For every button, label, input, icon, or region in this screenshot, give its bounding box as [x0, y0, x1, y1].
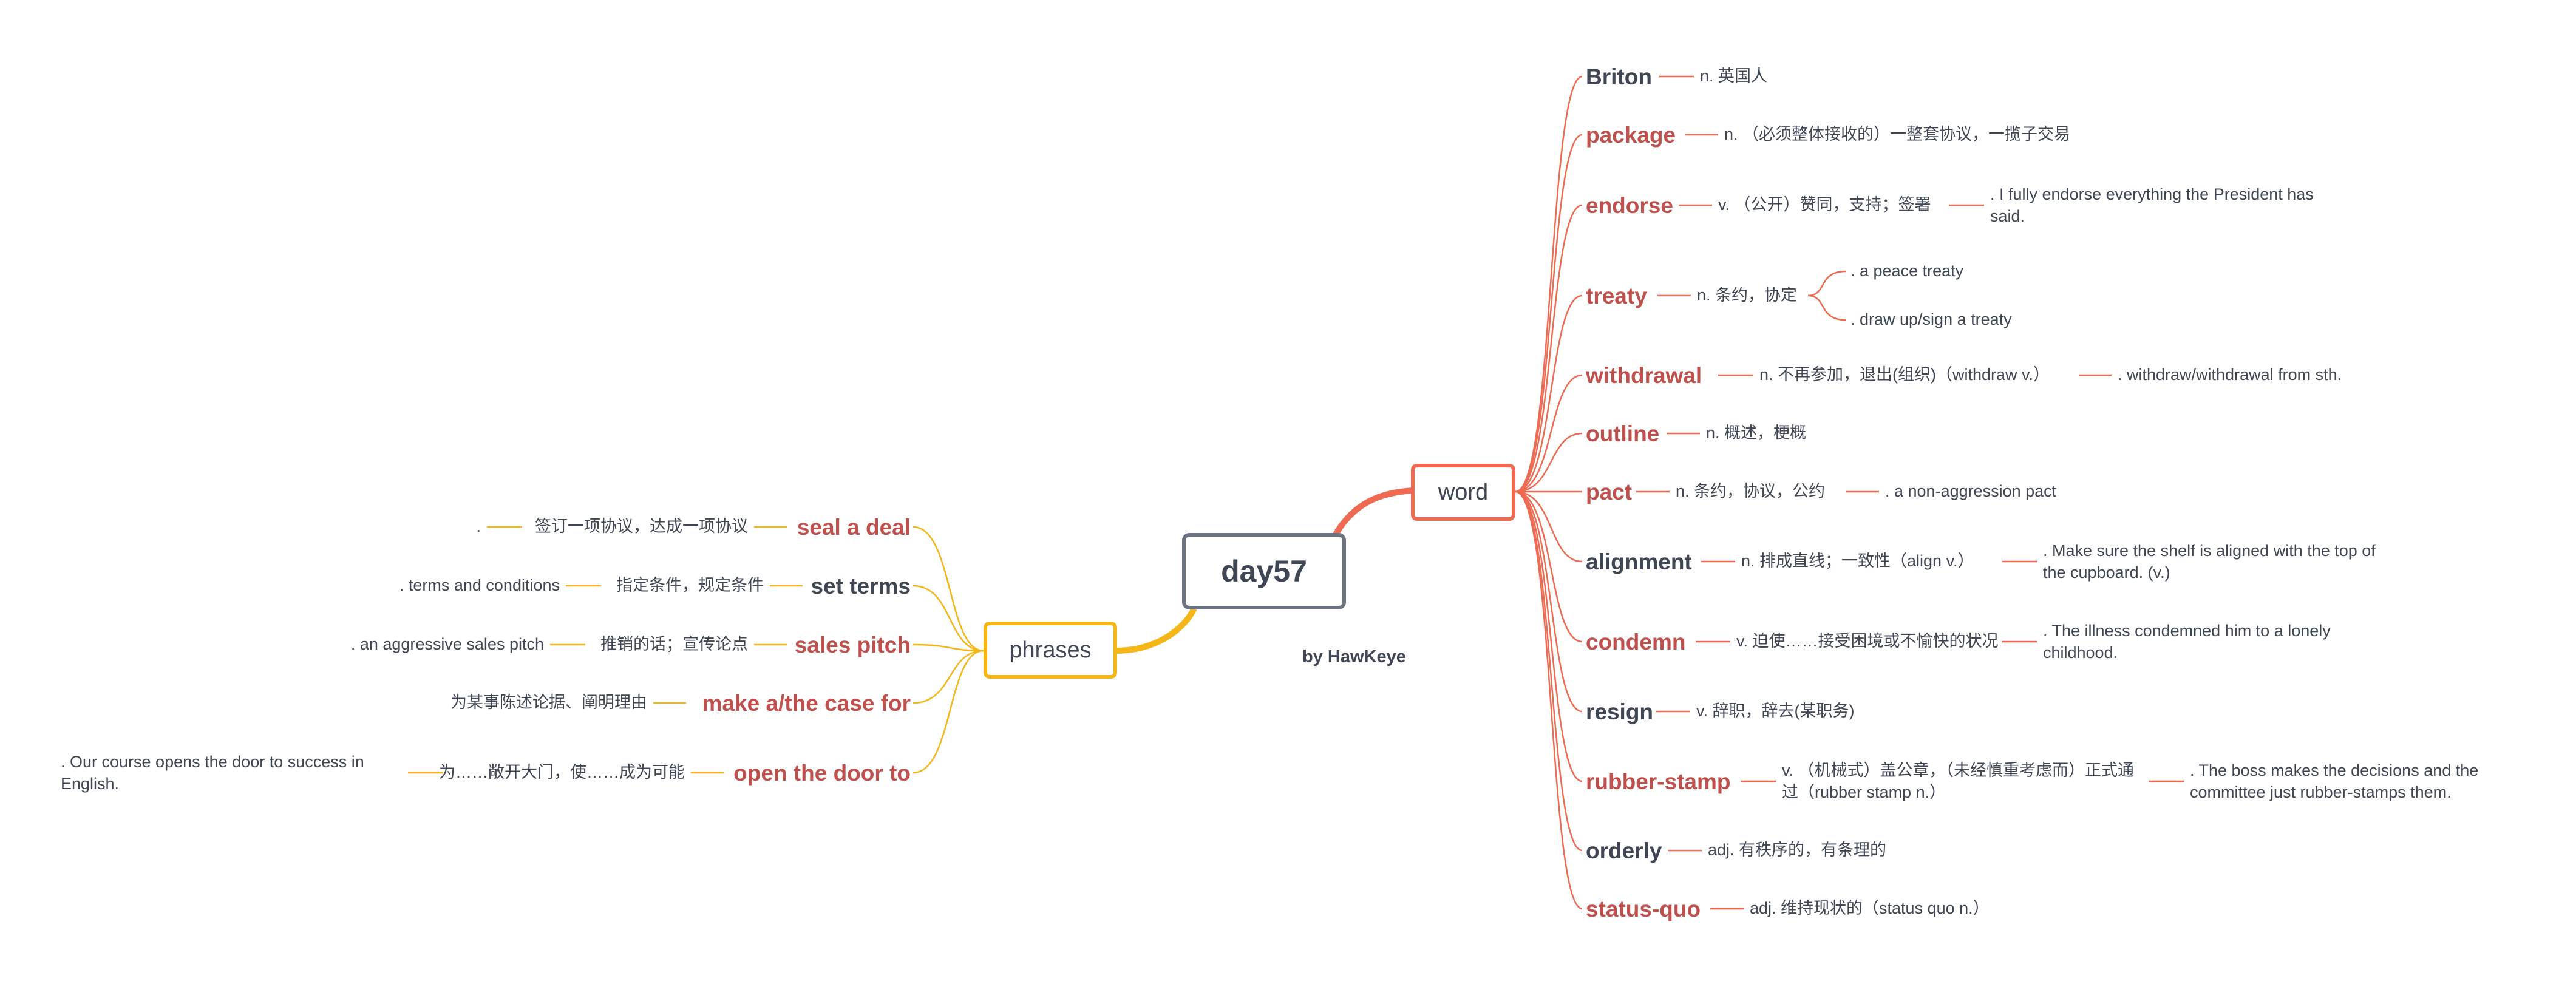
- word-definition[interactable]: adj. 有秩序的，有条理的: [1708, 841, 1887, 859]
- branch-word[interactable]: word: [1411, 464, 1515, 521]
- word-definition[interactable]: v. （公开）赞同，支持；签署: [1718, 195, 1931, 214]
- word-term[interactable]: condemn: [1586, 629, 1686, 654]
- word-definition[interactable]: n. 条约，协定: [1697, 286, 1798, 304]
- word-definition[interactable]: v. 迫使……接受困境或不愉快的状况: [1736, 632, 1999, 650]
- phrase-example[interactable]: . terms and conditions: [399, 576, 560, 594]
- word-definition[interactable]: n. 不再参加，退出(组织)（withdraw v.）: [1759, 365, 2050, 384]
- word-definition[interactable]: n. （必须整体接收的）一整套协议，一揽子交易: [1724, 125, 2071, 143]
- word-example[interactable]: . withdraw/withdrawal from sth.: [2118, 365, 2342, 384]
- word-definition[interactable]: n. 英国人: [1700, 67, 1768, 85]
- phrase-term[interactable]: make a/the case for: [702, 691, 911, 716]
- word-term[interactable]: status-quo: [1586, 897, 1701, 921]
- word-definition[interactable]: adj. 维持现状的（status quo n.）: [1750, 899, 1990, 917]
- word-term[interactable]: outline: [1586, 421, 1660, 446]
- branch-phrases[interactable]: phrases: [984, 622, 1117, 679]
- phrase-definition[interactable]: 为某事陈述论据、阐明理由: [450, 693, 647, 711]
- word-definition[interactable]: n. 条约，协议，公约: [1676, 482, 1826, 500]
- word-definition[interactable]: n. 排成直线；一致性（align v.）: [1741, 552, 1974, 570]
- word-example[interactable]: . I fully endorse everything the Preside…: [1990, 185, 2314, 225]
- phrase-definition[interactable]: 签订一项协议，达成一项协议: [535, 517, 748, 535]
- word-example[interactable]: . a non-aggression pact: [1885, 482, 2057, 500]
- word-term[interactable]: alignment: [1586, 549, 1692, 574]
- word-definition[interactable]: v. （机械式）盖公章，（未经慎重考虑而）正式通过（rubber stamp n…: [1782, 761, 2134, 801]
- word-term[interactable]: treaty: [1586, 283, 1647, 308]
- word-term[interactable]: Briton: [1586, 64, 1652, 89]
- word-example[interactable]: . Make sure the shelf is aligned with th…: [2043, 541, 2376, 582]
- phrase-term[interactable]: open the door to: [733, 761, 911, 786]
- word-example[interactable]: . The boss makes the decisions and the c…: [2190, 761, 2479, 801]
- word-term[interactable]: rubber-stamp: [1586, 769, 1731, 794]
- phrase-term[interactable]: sales pitch: [794, 633, 911, 657]
- word-definition[interactable]: n. 概述，梗概: [1706, 424, 1807, 442]
- phrase-definition[interactable]: 指定条件，规定条件: [616, 576, 764, 594]
- word-term[interactable]: pact: [1586, 480, 1633, 504]
- phrase-example[interactable]: . an aggressive sales pitch: [350, 635, 544, 653]
- word-example[interactable]: . draw up/sign a treaty: [1850, 310, 2012, 328]
- phrase-definition[interactable]: 为……敞开大门，使……成为可能: [439, 763, 685, 781]
- word-term[interactable]: orderly: [1586, 838, 1662, 863]
- word-term[interactable]: package: [1586, 123, 1676, 148]
- phrase-example[interactable]: .: [476, 517, 481, 535]
- word-example[interactable]: . a peace treaty: [1850, 262, 1964, 280]
- central-topic[interactable]: day57: [1182, 533, 1346, 609]
- phrase-term[interactable]: seal a deal: [797, 515, 911, 540]
- author-label: by HawKeye: [1302, 647, 1406, 667]
- word-definition[interactable]: v. 辞职，辞去(某职务): [1696, 702, 1855, 720]
- word-term[interactable]: endorse: [1586, 193, 1673, 218]
- phrase-example[interactable]: . Our course opens the door to success i…: [61, 753, 364, 793]
- phrase-definition[interactable]: 推销的话；宣传论点: [600, 635, 748, 653]
- word-example[interactable]: . The illness condemned him to a lonely …: [2043, 622, 2331, 662]
- phrase-term[interactable]: set terms: [811, 574, 911, 599]
- word-term[interactable]: withdrawal: [1586, 363, 1702, 388]
- word-term[interactable]: resign: [1586, 699, 1654, 724]
